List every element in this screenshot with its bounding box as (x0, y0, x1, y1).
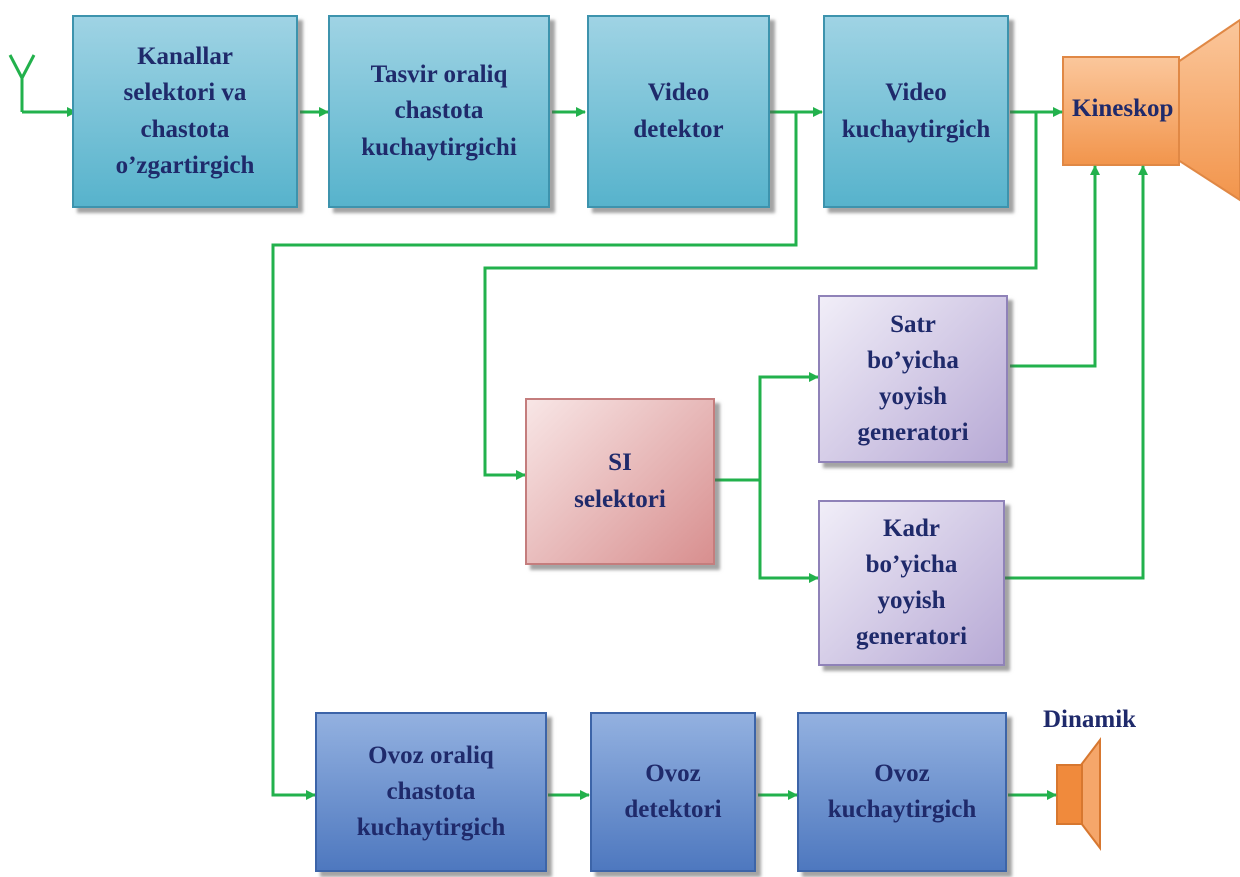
frame-scan-generator-block: Kadr bo’yicha yoyish generatori (818, 500, 1005, 666)
wire-split-satr (758, 372, 819, 480)
wire-split-kadr (758, 480, 819, 583)
wire-videokuch-si (483, 112, 1038, 480)
kanal-selector-block: Kanallar selektori va chastota o’zgartir… (72, 15, 298, 208)
line-scan-generator-block: Satr bo’yicha yoyish generatori (818, 295, 1008, 463)
kineskop-label: Kineskop (1072, 95, 1174, 122)
kinescope-tube (1062, 18, 1240, 202)
dinamik-label: Dinamik (1043, 706, 1137, 733)
video-detector-block: Video detektor (587, 15, 770, 208)
wire-satr-kineskop (1010, 165, 1100, 368)
wire-kadr-kineskop (1005, 165, 1148, 580)
speaker-icon (1056, 737, 1101, 851)
audio-detector-block: Ovoz detektori (590, 712, 756, 872)
wire-videodet-ovoz (271, 112, 798, 800)
antenna-icon (8, 54, 36, 112)
sync-selector-block: SI selektori (525, 398, 715, 565)
tasvir-if-amplifier-block: Tasvir oraliq chastota kuchaytirgichi (328, 15, 550, 208)
audio-amplifier-block: Ovoz kuchaytirgich (797, 712, 1007, 872)
audio-if-amplifier-block: Ovoz oraliq chastota kuchaytirgich (315, 712, 547, 872)
video-amplifier-block: Video kuchaytirgich (823, 15, 1009, 208)
